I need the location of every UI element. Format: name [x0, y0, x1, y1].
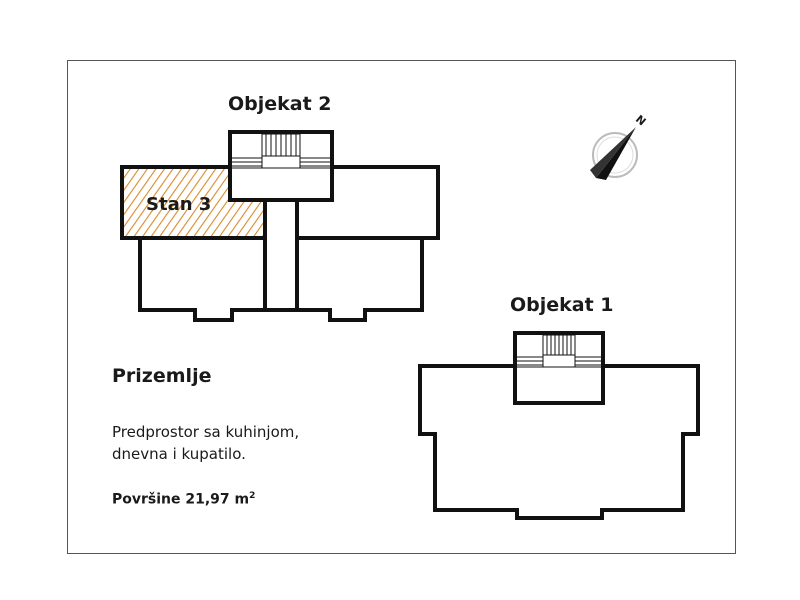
stairs-icon	[232, 133, 330, 169]
area-label: Površine 21,97 m2	[112, 491, 255, 508]
objekat-2-label: Objekat 2	[228, 93, 332, 115]
description-line-2: dnevna i kupatilo.	[112, 445, 246, 463]
area-exponent: 2	[249, 491, 256, 501]
objekat-2-plan	[120, 130, 440, 322]
compass-icon	[590, 127, 638, 180]
objekat-1-label: Objekat 1	[510, 294, 614, 316]
floor-title: Prizemlje	[112, 365, 212, 387]
frame	[67, 60, 736, 554]
objekat-1-plan	[418, 331, 700, 520]
description-line-1: Predprostor sa kuhinjom,	[112, 423, 300, 441]
stan-3-label: Stan 3	[146, 194, 212, 215]
area-text: Površine 21,97 m	[112, 491, 250, 508]
stairs-icon	[517, 334, 601, 368]
